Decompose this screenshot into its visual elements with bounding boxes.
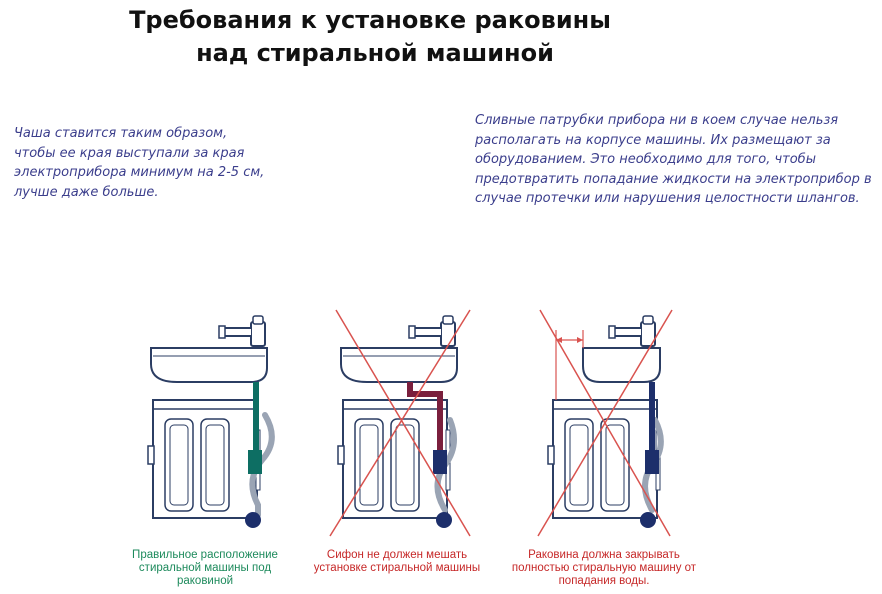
faucet-3-icon xyxy=(608,315,656,347)
siphon-pipe-wrong xyxy=(407,382,443,450)
note-drain-placement: Сливные патрубки прибора ни в коем случа… xyxy=(475,113,872,206)
faucet-2-icon xyxy=(408,315,456,347)
caption-siphon: Сифон не должен мешать установке стираль… xyxy=(313,549,481,574)
siphon-correct xyxy=(248,450,262,474)
washing-machine-3 xyxy=(547,399,661,519)
cross-line-2a xyxy=(335,309,471,537)
diagram-siphon-wrong xyxy=(329,309,471,537)
hose-connector-2 xyxy=(436,512,452,528)
washing-machine-1 xyxy=(147,399,261,519)
note-sink-overhang: Чаша ставится таким образом, чтобы ее кр… xyxy=(14,126,265,200)
sink-1 xyxy=(150,347,268,383)
gap-dimension-arrows xyxy=(556,337,583,343)
faucet-1-icon xyxy=(218,315,266,347)
hose-connector-3 xyxy=(640,512,656,528)
title-line-1: Требования к установке раковины xyxy=(129,6,611,34)
cross-line-3b xyxy=(537,309,673,537)
diagram-correct xyxy=(147,315,275,528)
hose-connector-1 xyxy=(245,512,261,528)
siphon-3 xyxy=(645,450,659,474)
page-title: Требования к установке раковины над стир… xyxy=(0,4,740,70)
siphon-wrong xyxy=(433,450,447,474)
title-line-2: над стиральной машиной xyxy=(196,39,554,67)
caption-cover: Раковина должна закрывать полностью стир… xyxy=(511,549,697,587)
diagram-cover-wrong xyxy=(537,309,673,537)
caption-correct: Правильное расположение стиральной машин… xyxy=(132,549,278,587)
sink-3-small xyxy=(582,347,661,383)
cross-line-2b xyxy=(329,309,471,537)
sink-2 xyxy=(340,347,458,383)
